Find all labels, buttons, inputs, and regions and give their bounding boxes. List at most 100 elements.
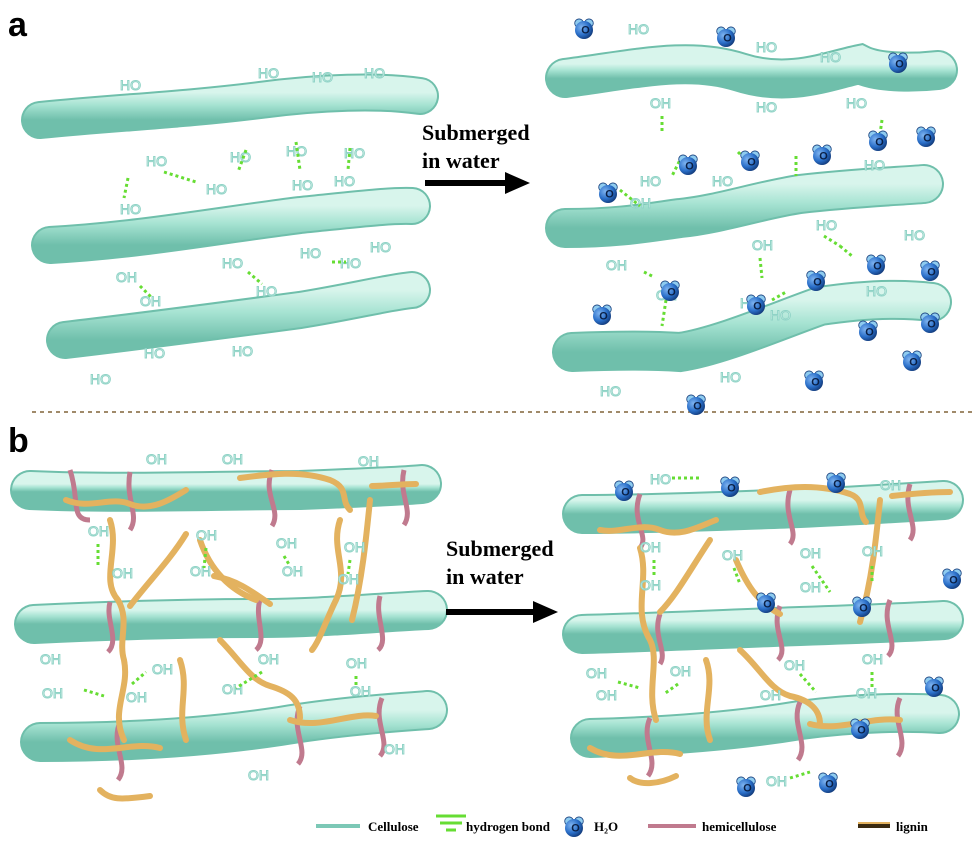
- hydroxyl-label: OH: [126, 689, 147, 705]
- cellulose-chain: [562, 600, 964, 654]
- hydroxyl-label: OH: [222, 681, 243, 697]
- water-o-label: O: [621, 487, 630, 499]
- hydroxyl-label: OH: [152, 661, 173, 677]
- panel-b-dry-structure: OH OH OH OH OH OH OH OH OH OH OH OH OH O…: [10, 451, 448, 802]
- hydroxyl-label: HO: [206, 181, 227, 197]
- water-o-label: O: [927, 319, 936, 331]
- hydroxyl-label: OH: [42, 685, 63, 701]
- hydroxyl-label: OH: [752, 237, 773, 253]
- hydroxyl-label: OH: [640, 577, 661, 593]
- hydroxyl-label: OH: [88, 523, 109, 539]
- water-o-label: O: [949, 575, 958, 587]
- water-o-label: O: [753, 301, 762, 313]
- hydroxyl-label: OH: [112, 565, 133, 581]
- cellulose-chain: [21, 73, 439, 139]
- hydroxyl-label: OH: [258, 651, 279, 667]
- water-molecule: O: [852, 596, 872, 617]
- hydroxyl-label: OH: [766, 773, 787, 789]
- water-molecule: O: [866, 254, 886, 275]
- water-molecule: O: [850, 718, 870, 739]
- water-molecule: O: [574, 18, 594, 39]
- water-o-label: O: [819, 151, 828, 163]
- legend-label-hydrogen-bond: hydrogen bond: [466, 819, 551, 834]
- water-molecule: O: [924, 676, 944, 697]
- water-molecule: O: [716, 26, 736, 47]
- water-o-label: O: [727, 483, 736, 495]
- hydroxyl-label: HO: [770, 307, 791, 323]
- hydroxyl-label: HO: [312, 69, 333, 85]
- hydroxyl-label: OH: [140, 293, 161, 309]
- water-molecule: O: [916, 126, 936, 147]
- hydroxyl-label: HO: [864, 157, 885, 173]
- hydroxyl-label: OH: [862, 651, 883, 667]
- hydroxyl-label: OH: [222, 451, 243, 467]
- panel-a-wet-structure: HO HO HO OH HO HO HO HO HO OH OH OH HO H…: [545, 21, 958, 400]
- hydroxyl-label: HO: [816, 217, 837, 233]
- hydroxyl-label: OH: [40, 651, 61, 667]
- cellulose-chain: [10, 464, 442, 512]
- hydroxyl-label: HO: [292, 177, 313, 193]
- water-molecule: O: [736, 776, 756, 797]
- hydroxyl-label: HO: [640, 173, 661, 189]
- water-o-label: O: [763, 599, 772, 611]
- hydroxyl-label: OH: [586, 665, 607, 681]
- hydroxyl-label: OH: [358, 453, 379, 469]
- water-o-label: O: [895, 59, 904, 71]
- water-molecule: O: [920, 260, 940, 281]
- hydroxyl-label: HO: [846, 95, 867, 111]
- water-o-label: O: [859, 603, 868, 615]
- hydroxyl-label: HO: [364, 65, 385, 81]
- water-o-label: O: [743, 783, 752, 795]
- water-molecule: O: [678, 154, 698, 175]
- hydrogen-bonds: [617, 476, 874, 780]
- hydroxyl-label: HO: [712, 173, 733, 189]
- water-molecule: O: [920, 312, 940, 333]
- hydroxyl-label: HO: [258, 65, 279, 81]
- hydroxyl-label: HO: [756, 99, 777, 115]
- water-o-label: O: [693, 401, 702, 413]
- water-o-label: O: [909, 357, 918, 369]
- hydroxyl-label: OH: [640, 539, 661, 555]
- water-molecule: O: [720, 476, 740, 497]
- water-o-label: O: [875, 137, 884, 149]
- hydroxyl-label: HO: [866, 283, 887, 299]
- panel-b-label: b: [8, 422, 29, 460]
- water-o-label: O: [927, 267, 936, 279]
- hydroxyl-label: OH: [146, 451, 167, 467]
- water-o-label: O: [813, 277, 822, 289]
- hydroxyl-label: OH: [800, 545, 821, 561]
- hydroxyl-label: OH: [670, 663, 691, 679]
- arrow-b-text-line2: in water: [446, 564, 524, 589]
- arrow-a-text-line2: in water: [422, 148, 500, 173]
- hydroxyl-label: OH: [856, 685, 877, 701]
- water-molecule: O: [818, 772, 838, 793]
- hydroxyl-label: OH: [350, 683, 371, 699]
- hydroxyl-label: OH: [630, 195, 651, 211]
- hydroxyl-label: HO: [120, 201, 141, 217]
- panel-a-dry-structure: HO HO HO HO HO HO HO HO HO HO HO HO OH H…: [21, 65, 439, 388]
- water-molecule: O: [686, 394, 706, 415]
- water-molecule: O: [592, 304, 612, 325]
- legend-item-hemicellulose: hemicellulose: [648, 819, 777, 834]
- hydroxyl-label: OH: [276, 535, 297, 551]
- water-o-label: O: [825, 779, 834, 791]
- arrow-a: Submerged in water: [422, 120, 530, 194]
- hydroxyl-label: HO: [222, 255, 243, 271]
- hydroxyl-label: HO: [232, 343, 253, 359]
- legend-swatch-h2o: O: [564, 816, 584, 837]
- legend: Cellulose hydrogen bond O H₂O hemicellul…: [316, 814, 929, 837]
- water-molecule: O: [804, 370, 824, 391]
- water-o-label: O: [685, 161, 694, 173]
- panel-b-wet-structure: HO OH OH OH OH OH OH OH OH OH OH OH OH O…: [562, 471, 964, 790]
- hydroxyl-label: OH: [650, 95, 671, 111]
- hydroxyl-label: OH: [784, 657, 805, 673]
- hydroxyl-label: HO: [146, 153, 167, 169]
- hydroxyl-label: HO: [120, 77, 141, 93]
- legend-label-cellulose: Cellulose: [368, 819, 419, 834]
- cellulose-chain: [552, 279, 952, 373]
- hydroxyl-label: OH: [344, 539, 365, 555]
- hydroxyl-label: OH: [190, 563, 211, 579]
- hydroxyl-label: HO: [370, 239, 391, 255]
- arrow-a-text-line1: Submerged: [422, 120, 530, 145]
